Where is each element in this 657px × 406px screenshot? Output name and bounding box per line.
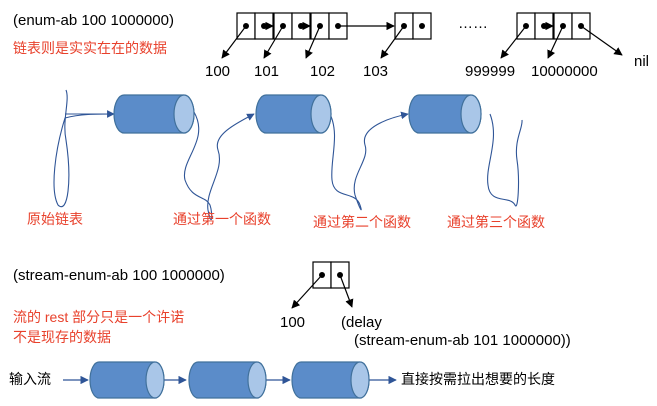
stage-3-cylinder [408, 94, 482, 134]
list-expression: (enum-ab 100 1000000) [13, 12, 174, 29]
list-value-5: 999999 [465, 63, 516, 80]
list-value-1: 100 [205, 63, 231, 80]
cons-cell-4 [394, 12, 432, 40]
nil-label: nil [634, 53, 650, 70]
stream-cons-cell [291, 261, 354, 309]
list-value-6: 10000000 [531, 63, 598, 80]
stream-stage-2-cylinder [188, 361, 267, 399]
cons-arrows [221, 21, 623, 59]
stream-note-line-1: 流的 rest 部分只是一个许诺 [13, 309, 185, 325]
cons-cell-chain [236, 12, 591, 40]
stream-stage-3-cylinder [291, 361, 370, 399]
list-value-2: 101 [254, 63, 280, 80]
stream-expression: (stream-enum-ab 100 1000000) [13, 267, 225, 284]
stage-1-label: 通过第一个函数 [173, 211, 271, 227]
cons-cell-3 [310, 12, 348, 40]
stage-2-label: 通过第二个函数 [313, 214, 411, 230]
stream-cylinders [89, 361, 370, 399]
wavy-list-lines [53, 89, 523, 221]
stream-cdr-line-2: (stream-enum-ab 101 1000000)) [354, 332, 571, 349]
list-value-4: 103 [363, 63, 389, 80]
stage-3-label: 通过第三个函数 [447, 214, 545, 230]
output-label: 直接按需拉出想要的长度 [401, 371, 555, 387]
pipeline-cylinders [113, 94, 482, 134]
stage-1-cylinder [113, 94, 195, 134]
stream-car-value: 100 [280, 314, 306, 331]
list-value-3: 102 [310, 63, 336, 80]
stage-2-cylinder [255, 94, 332, 134]
original-list-label: 原始链表 [27, 211, 83, 227]
input-stream-label: 输入流 [9, 371, 51, 387]
cons-cell-6 [553, 12, 591, 40]
stream-note-line-2: 不是现存的数据 [13, 329, 111, 345]
stream-stage-1-cylinder [89, 361, 165, 399]
list-note: 链表则是实实在在的数据 [13, 40, 167, 56]
stream-cdr-line-1: (delay [341, 314, 382, 331]
list-ellipsis: …… [458, 15, 488, 32]
